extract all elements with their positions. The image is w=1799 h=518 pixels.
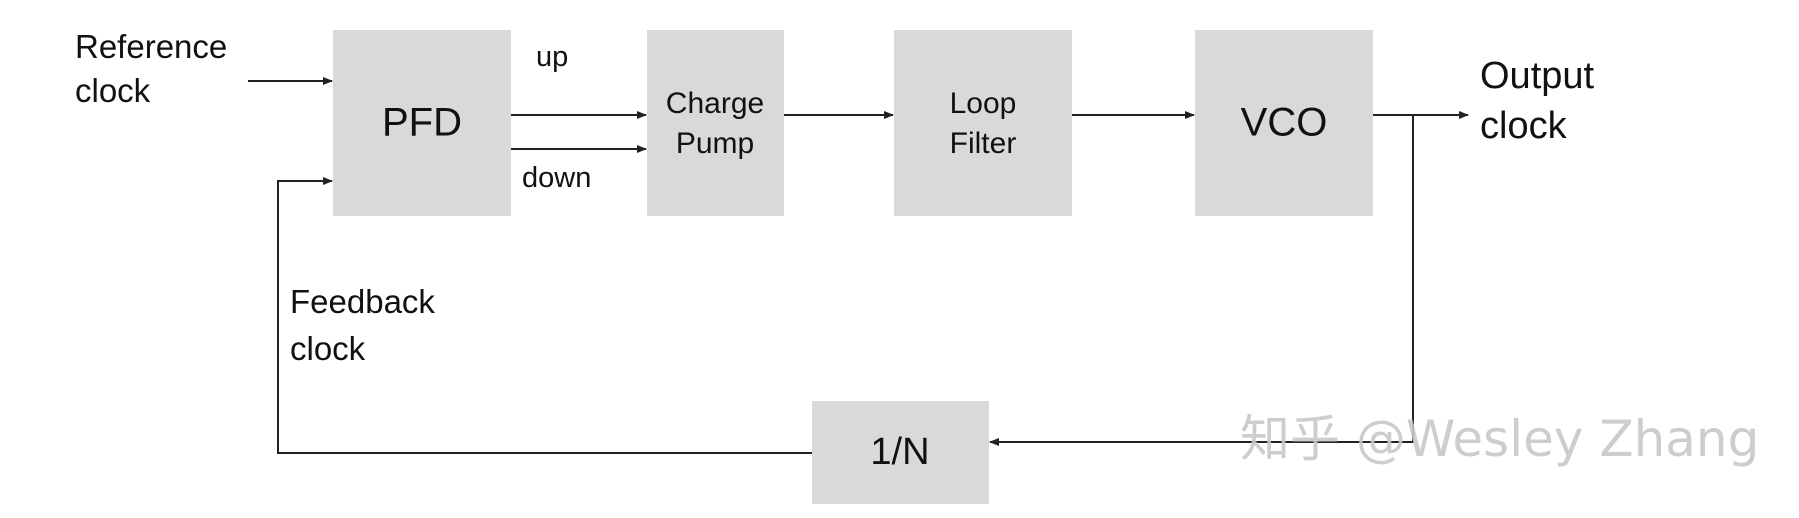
pfd-label: PFD xyxy=(382,101,462,145)
divider-block: 1/N xyxy=(812,401,989,504)
charge-pump-label-line-2: Pump xyxy=(676,127,754,160)
vco-block: VCO xyxy=(1195,30,1373,216)
feedback-clock-label-line-2: clock xyxy=(290,330,366,367)
up-label: up xyxy=(536,41,568,73)
vco-block-box xyxy=(1195,30,1373,216)
down-label: down xyxy=(522,162,591,194)
divider-block-box xyxy=(812,401,989,504)
pfd-block-box xyxy=(333,30,511,216)
reference-clock-label-line-2: clock xyxy=(75,72,151,109)
reference-clock-label-line-1: Reference xyxy=(75,28,227,65)
loop-filter-label-line-2: Filter xyxy=(950,127,1017,160)
watermark: 知乎 @Wesley Zhang xyxy=(1240,410,1759,468)
vco-feedback-path xyxy=(989,115,1414,446)
loop-filter-block-box xyxy=(894,30,1072,216)
loop-filter-block: Loop Filter xyxy=(894,30,1072,216)
loop-filter-label-line-1: Loop xyxy=(950,87,1017,120)
charge-pump-block: Charge Pump xyxy=(647,30,784,216)
vco-label: VCO xyxy=(1241,101,1328,145)
charge-pump-label-line-1: Charge xyxy=(666,87,764,120)
feedback-clock-path xyxy=(277,177,812,454)
divider-label: 1/N xyxy=(870,431,929,473)
output-clock-label-line-1: Output xyxy=(1480,55,1595,97)
feedback-clock-label-line-1: Feedback xyxy=(290,283,435,320)
charge-pump-block-box xyxy=(647,30,784,216)
output-clock-label-line-2: clock xyxy=(1480,105,1568,147)
pfd-block: PFD xyxy=(333,30,511,216)
